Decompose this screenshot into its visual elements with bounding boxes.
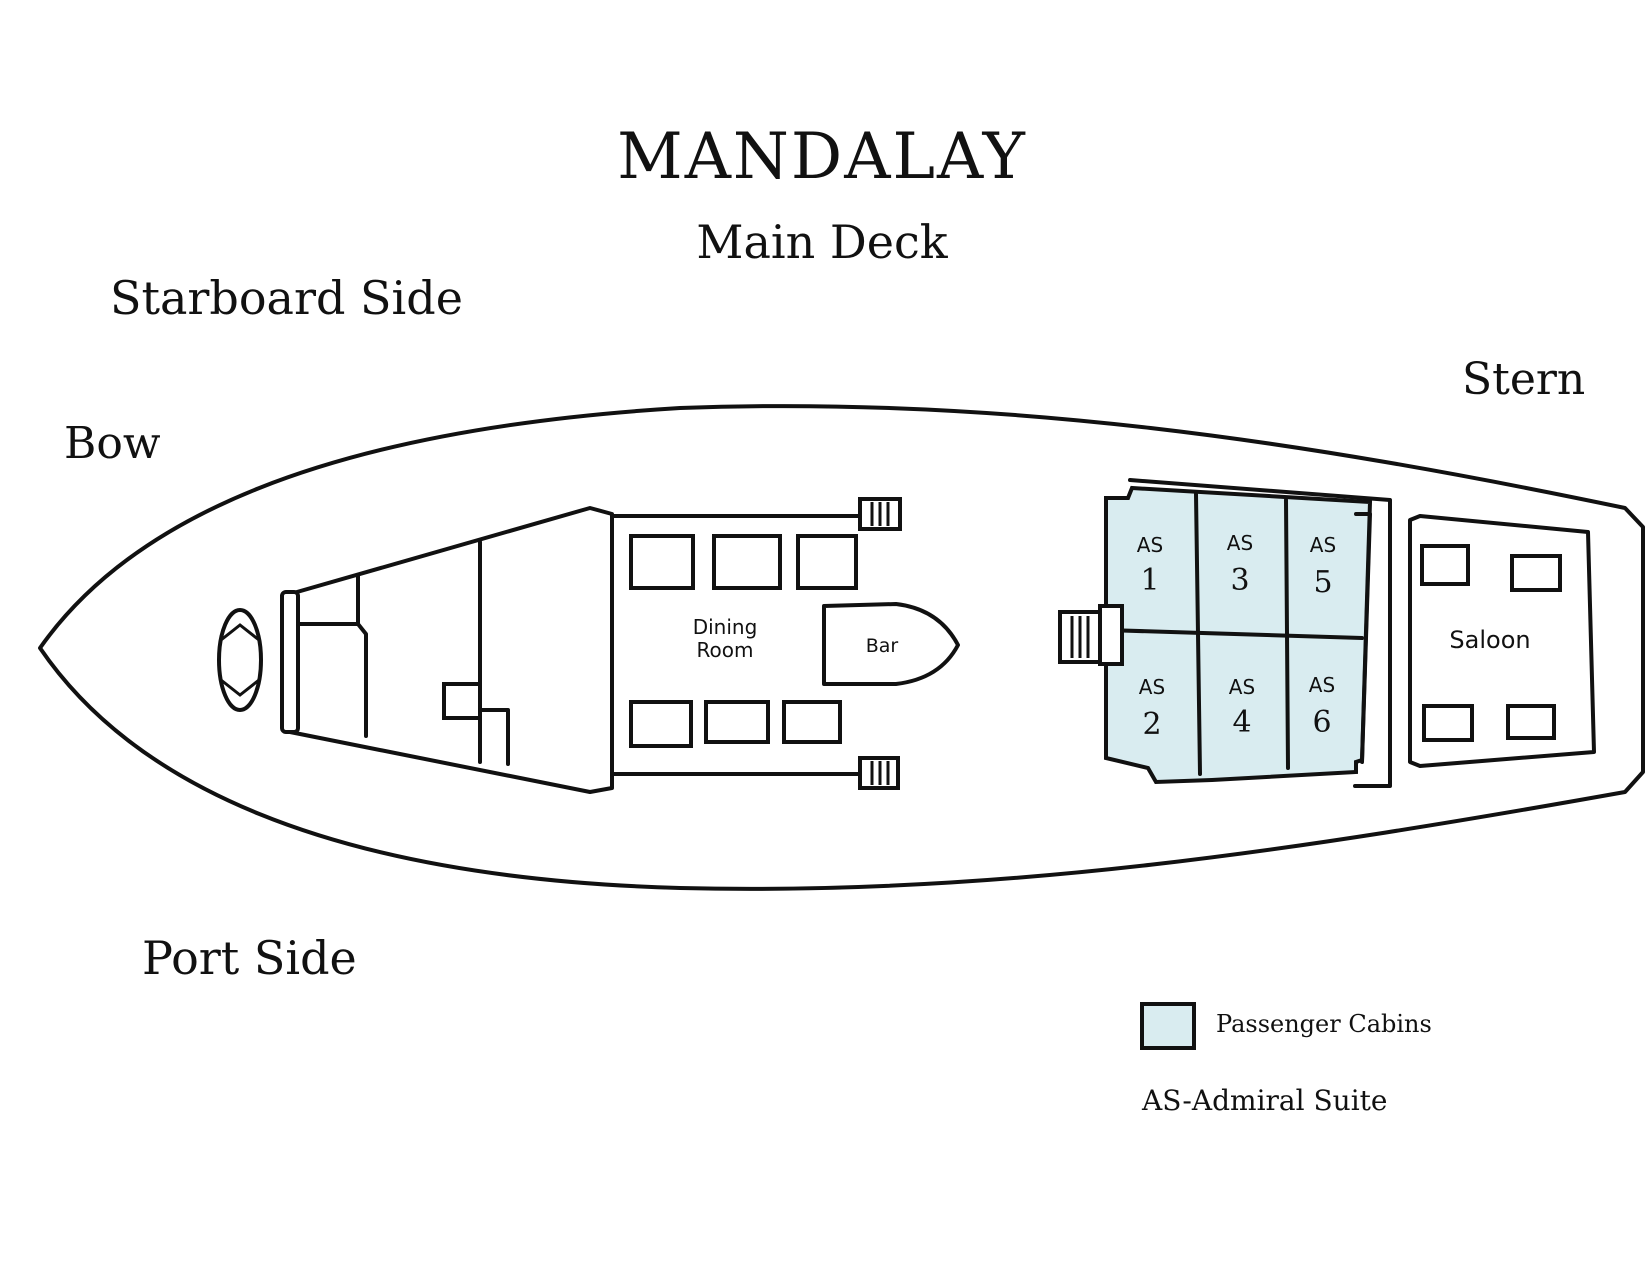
- bar-counter: [822, 602, 960, 686]
- svg-text:AS: AS: [1137, 533, 1163, 557]
- table: [782, 700, 842, 744]
- starboard-label: Starboard Side: [110, 271, 463, 325]
- life-ring-detail: [220, 623, 260, 697]
- saloon-table: [1506, 704, 1556, 740]
- svg-text:5: 5: [1313, 565, 1332, 600]
- svg-text:AS: AS: [1227, 531, 1253, 555]
- legend-swatch: [1140, 1002, 1196, 1050]
- bow-label: Bow: [64, 418, 161, 469]
- cabin-as-6: AS 6: [1309, 673, 1335, 740]
- cabin-as-4: AS 4: [1229, 675, 1255, 740]
- svg-text:AS: AS: [1310, 533, 1336, 557]
- saloon-table: [1420, 544, 1470, 586]
- cabin-divider: [1104, 628, 1364, 640]
- saloon-table: [1422, 704, 1474, 742]
- deck-title: Main Deck: [696, 215, 948, 269]
- svg-text:1: 1: [1140, 563, 1159, 598]
- forward-locker-2: [478, 708, 510, 766]
- table: [712, 534, 782, 590]
- forward-wall: [280, 590, 300, 734]
- dining-room-walls: [610, 514, 860, 776]
- stairs-icon: [858, 497, 902, 531]
- stairs-icon: [858, 756, 900, 790]
- life-ring-icon: [217, 608, 263, 712]
- forward-structure: [288, 506, 614, 794]
- legend-abbrev: AS-Admiral Suite: [1141, 1084, 1387, 1117]
- svg-text:AS: AS: [1139, 675, 1165, 699]
- table: [629, 534, 695, 590]
- stern-label: Stern: [1462, 354, 1585, 405]
- ship-title: MANDALAY: [617, 120, 1027, 194]
- cabin-frame-post: [1354, 512, 1372, 764]
- svg-text:6: 6: [1312, 705, 1331, 740]
- saloon-label: Saloon: [1449, 626, 1530, 654]
- legend-cabins-label: Passenger Cabins: [1216, 1010, 1432, 1038]
- table: [796, 534, 858, 590]
- svg-text:AS: AS: [1309, 673, 1335, 697]
- dining-room-label-2: Room: [697, 638, 754, 662]
- svg-text:3: 3: [1230, 563, 1249, 598]
- cabin-as-1: AS 1: [1137, 533, 1163, 598]
- port-label: Port Side: [142, 931, 357, 985]
- cabin-block-frame: [1128, 478, 1392, 788]
- cabin-as-2: AS 2: [1139, 675, 1165, 742]
- cabin-as-3: AS 3: [1227, 531, 1253, 598]
- dining-room-label: Dining: [693, 615, 758, 639]
- cabin-as-5: AS 5: [1310, 533, 1336, 600]
- stairs-icon: [1058, 604, 1124, 666]
- forward-room: [296, 622, 368, 738]
- svg-text:4: 4: [1232, 705, 1251, 740]
- table: [704, 700, 770, 744]
- svg-text:AS: AS: [1229, 675, 1255, 699]
- saloon-walls: [1408, 514, 1596, 768]
- bar-label: Bar: [866, 635, 899, 657]
- hull-outline: [38, 404, 1645, 891]
- table: [629, 700, 693, 748]
- forward-locker: [442, 682, 482, 720]
- svg-text:2: 2: [1142, 707, 1161, 742]
- saloon-table: [1510, 554, 1562, 592]
